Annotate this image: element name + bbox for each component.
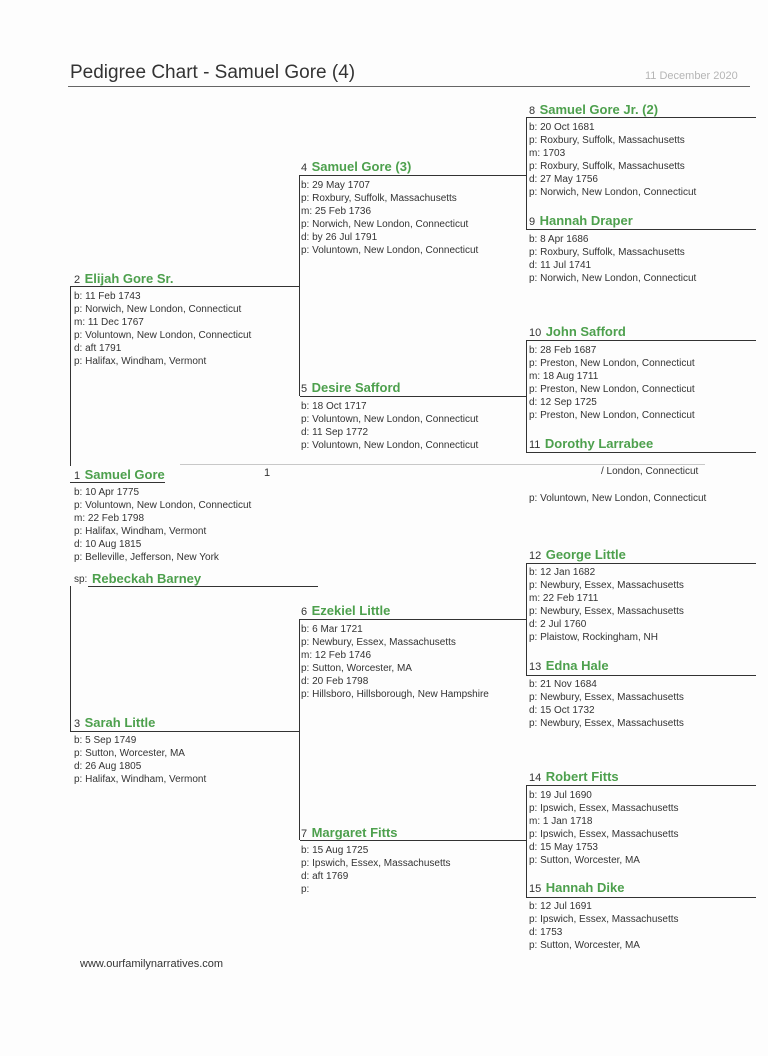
person-name: Samuel Gore Jr. (2) [539, 102, 659, 117]
line-p1 [70, 482, 165, 483]
title-rule [68, 86, 750, 87]
person-name: Ezekiel Little [311, 603, 391, 618]
person-name: Samuel Gore [84, 467, 165, 482]
footer-url: www.ourfamilynarratives.com [80, 958, 224, 970]
faded-date: 11 December 2020 [645, 70, 738, 82]
person-number: 12 [529, 550, 542, 562]
person-name: Sarah Little [84, 715, 156, 730]
person-number: 4 [301, 162, 308, 174]
person-name: Dorothy Larrabee [544, 436, 654, 451]
line-p4 [300, 175, 526, 176]
person-number: 2 [74, 274, 81, 286]
line-p6 [300, 619, 526, 620]
spouse-name: Rebeckah Barney [92, 571, 202, 586]
person-name: Samuel Gore (3) [311, 159, 412, 174]
line-p89-vertical [526, 117, 527, 229]
person-number: 8 [529, 105, 536, 117]
p11-fragment: / London, Connecticut [601, 466, 699, 477]
person-number: 6 [301, 606, 308, 618]
line-p7 [300, 840, 526, 841]
line-p10 [526, 340, 756, 341]
line-p15 [526, 897, 756, 898]
line-p1-ext [180, 464, 705, 465]
person-name: Hannah Dike [545, 880, 625, 895]
line-p1415-vertical [526, 785, 527, 897]
line-p12 [526, 563, 756, 564]
spouse-label: sp: [74, 574, 88, 585]
person-name: Robert Fitts [545, 769, 619, 784]
line-p5 [300, 396, 526, 397]
line-spouse [88, 586, 318, 587]
person-number: 5 [301, 383, 308, 395]
person-details: p: Voluntown, New London, Connecticut [529, 493, 707, 504]
person-name: John Safford [545, 324, 626, 339]
person-number: 9 [529, 216, 536, 228]
line-p24-vertical [299, 175, 300, 396]
person-number: 3 [74, 718, 81, 730]
person-number: 7 [301, 828, 308, 840]
line-p14 [526, 785, 756, 786]
person-name: Hannah Draper [539, 213, 633, 228]
person-number: 14 [529, 772, 542, 784]
person-number: 1 [74, 470, 81, 482]
line-p11 [526, 452, 756, 453]
person-number: 10 [529, 327, 542, 339]
line-p2-vertical [70, 286, 71, 466]
line-p1213-vertical [526, 563, 527, 675]
line-p3 [70, 731, 300, 732]
line-p3-vertical [70, 586, 71, 731]
person-name: Elijah Gore Sr. [84, 271, 174, 286]
person-name: Edna Hale [545, 658, 609, 673]
person-name: Margaret Fitts [311, 825, 398, 840]
line-p1011-vertical [526, 340, 527, 452]
person-number: 13 [529, 661, 542, 673]
page-number: 1 [264, 467, 271, 479]
line-p8 [526, 117, 756, 118]
person-name: George Little [545, 547, 626, 562]
page-title: Pedigree Chart - Samuel Gore (4) [70, 62, 356, 83]
line-p13 [526, 675, 756, 676]
line-p9 [526, 229, 756, 230]
person-name: Desire Safford [311, 380, 401, 395]
line-p2 [70, 286, 300, 287]
line-p67-vertical [299, 619, 300, 840]
person-number: 15 [529, 883, 542, 895]
person-number: 11 [529, 439, 541, 451]
